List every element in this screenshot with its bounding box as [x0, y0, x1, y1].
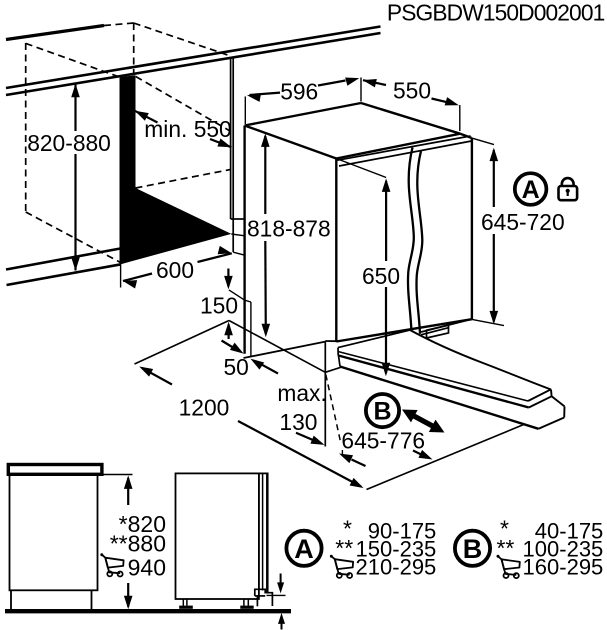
- svg-text:max.: max.: [277, 380, 326, 406]
- svg-text:1200: 1200: [179, 395, 230, 421]
- svg-text:100-235: 100-235: [523, 537, 604, 562]
- svg-text:600: 600: [156, 257, 194, 283]
- svg-text:940: 940: [128, 555, 166, 581]
- svg-text:min. 550: min. 550: [144, 116, 231, 142]
- svg-text:**: **: [496, 535, 514, 561]
- svg-text:*: *: [500, 516, 509, 542]
- svg-text:150: 150: [200, 293, 238, 319]
- svg-text:645-720: 645-720: [481, 209, 565, 235]
- svg-text:PSGBDW150D002001: PSGBDW150D002001: [387, 0, 605, 26]
- svg-text:160-295: 160-295: [523, 555, 604, 580]
- svg-text:B: B: [463, 534, 483, 564]
- svg-text:A: A: [522, 176, 540, 204]
- svg-text:**: **: [335, 535, 353, 561]
- svg-text:645-776: 645-776: [341, 428, 425, 454]
- svg-text:820-880: 820-880: [27, 130, 111, 156]
- svg-text:90-175: 90-175: [368, 519, 437, 544]
- svg-text:818-878: 818-878: [247, 216, 331, 242]
- svg-text:*: *: [343, 516, 352, 542]
- svg-text:210-295: 210-295: [356, 555, 437, 580]
- svg-text:B: B: [373, 397, 391, 425]
- svg-text:**880: **880: [110, 531, 166, 557]
- svg-text:150-235: 150-235: [356, 537, 437, 562]
- svg-text:40-175: 40-175: [535, 519, 604, 544]
- svg-text:A: A: [294, 534, 314, 564]
- svg-text:130: 130: [279, 409, 317, 435]
- svg-text:*820: *820: [119, 511, 166, 537]
- svg-text:550: 550: [393, 78, 431, 104]
- svg-text:650: 650: [362, 263, 400, 289]
- svg-text:50: 50: [224, 354, 249, 380]
- svg-text:596: 596: [280, 79, 318, 105]
